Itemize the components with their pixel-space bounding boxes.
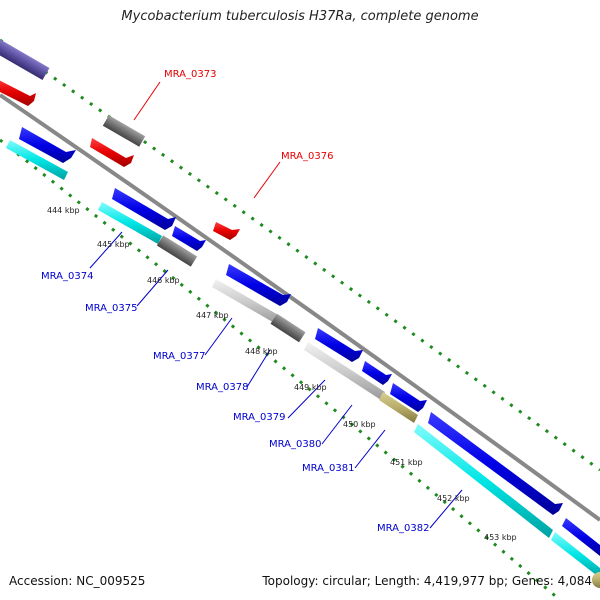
gene-feature-mra0373[interactable] [102, 115, 146, 147]
gene-feature-mra0382-cyan[interactable] [414, 424, 553, 538]
genome-stats-text: Topology: circular; Length: 4,419,977 bp… [262, 574, 592, 588]
accession-text: Accession: NC_009525 [9, 574, 146, 588]
gene-feature-purple[interactable] [0, 37, 50, 81]
tick-label: 453 kbp [484, 533, 517, 542]
gene-feature-right-blue[interactable] [562, 518, 600, 556]
tick-label: 450 kbp [343, 420, 376, 429]
gene-feature-mra0376[interactable] [213, 222, 240, 240]
gene-feature-mra0375-gray[interactable] [156, 235, 198, 267]
gene-feature-mra0377-light[interactable] [212, 279, 280, 324]
gene-feature-red-0373[interactable] [90, 138, 134, 167]
genome-backbone [0, 93, 600, 522]
gene-label-mra0373[interactable]: MRA_0373 [164, 69, 216, 80]
gene-feature-mra0374-cyan[interactable] [98, 202, 162, 244]
gene-label-mra0378[interactable]: MRA_0378 [196, 382, 248, 393]
gene-feature-mra0382-cyan-2[interactable] [551, 532, 600, 578]
gene-feature-mra0381-blue[interactable] [428, 412, 563, 515]
tick-label: 444 kbp [47, 206, 80, 215]
gene-feature-mra0378-gray[interactable] [270, 313, 306, 343]
gene-label-mra0379[interactable]: MRA_0379 [233, 412, 285, 423]
gene-label-mra0382[interactable]: MRA_0382 [377, 523, 429, 534]
gene-label-mra0375[interactable]: MRA_0375 [85, 303, 137, 314]
tick-label: 448 kbp [245, 347, 278, 356]
gene-feature-mra0378-blue[interactable] [315, 328, 363, 362]
tick-label: 445 kbp [97, 240, 130, 249]
map-title: Mycobacterium tuberculosis H37Ra, comple… [121, 9, 479, 24]
gene-feature-mra0377-blue[interactable] [226, 264, 291, 306]
gene-feature-cyan-0372[interactable] [6, 140, 68, 180]
inner-tick-track [0, 138, 561, 600]
tick-label: 446 kbp [147, 276, 180, 285]
gene-feature-khaki-corner[interactable] [592, 572, 600, 588]
gene-feature-mra0379-blue[interactable] [362, 361, 392, 385]
gene-label-mra0377[interactable]: MRA_0377 [153, 351, 205, 362]
gene-feature-mra0380-khaki[interactable] [379, 392, 418, 423]
gene-label-mra0380[interactable]: MRA_0380 [269, 439, 321, 450]
gene-label-mra0376[interactable]: MRA_0376 [281, 151, 333, 162]
tick-label: 452 kbp [437, 494, 470, 503]
tick-label: 451 kbp [390, 458, 423, 467]
tick-label: 449 kbp [294, 383, 327, 392]
gene-feature-blue-0371[interactable] [19, 127, 76, 163]
tick-label: 447 kbp [196, 311, 229, 320]
gene-label-mra0381[interactable]: MRA_0381 [302, 463, 354, 474]
gene-feature-mra0375-blue[interactable] [172, 226, 206, 251]
gene-feature-mra0374-blue[interactable] [112, 188, 176, 230]
gene-label-mra0374[interactable]: MRA_0374 [41, 271, 93, 282]
gene-feature-red-left[interactable] [0, 78, 36, 106]
gene-feature-mra0380-blue[interactable] [390, 383, 427, 412]
gene-feature-mra0379-light[interactable] [304, 342, 385, 400]
label-leaders [89, 81, 463, 529]
